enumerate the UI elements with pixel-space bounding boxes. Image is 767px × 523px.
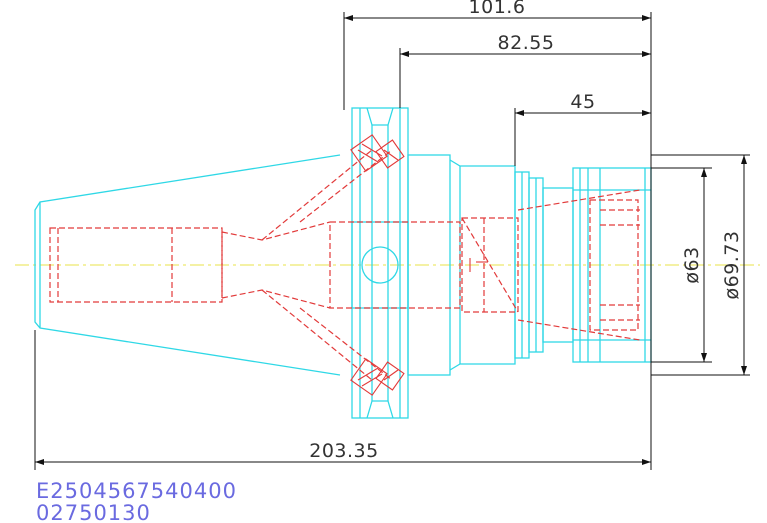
reference-code: 02750130 xyxy=(36,501,151,523)
dim-diameter-inner: ø63 xyxy=(681,246,703,283)
dim-mid-length: 82.55 xyxy=(498,32,555,54)
dim-short-length: 45 xyxy=(570,91,595,113)
dim-diameter-outer: ø69.73 xyxy=(721,230,743,299)
dimension-lines xyxy=(34,12,750,470)
dim-overall-top: 101.6 xyxy=(469,0,526,18)
hidden-lines xyxy=(49,134,641,396)
dim-overall-length: 203.35 xyxy=(309,440,378,462)
part-number: E2504567540400 xyxy=(36,479,237,503)
holder-outline xyxy=(34,107,652,419)
